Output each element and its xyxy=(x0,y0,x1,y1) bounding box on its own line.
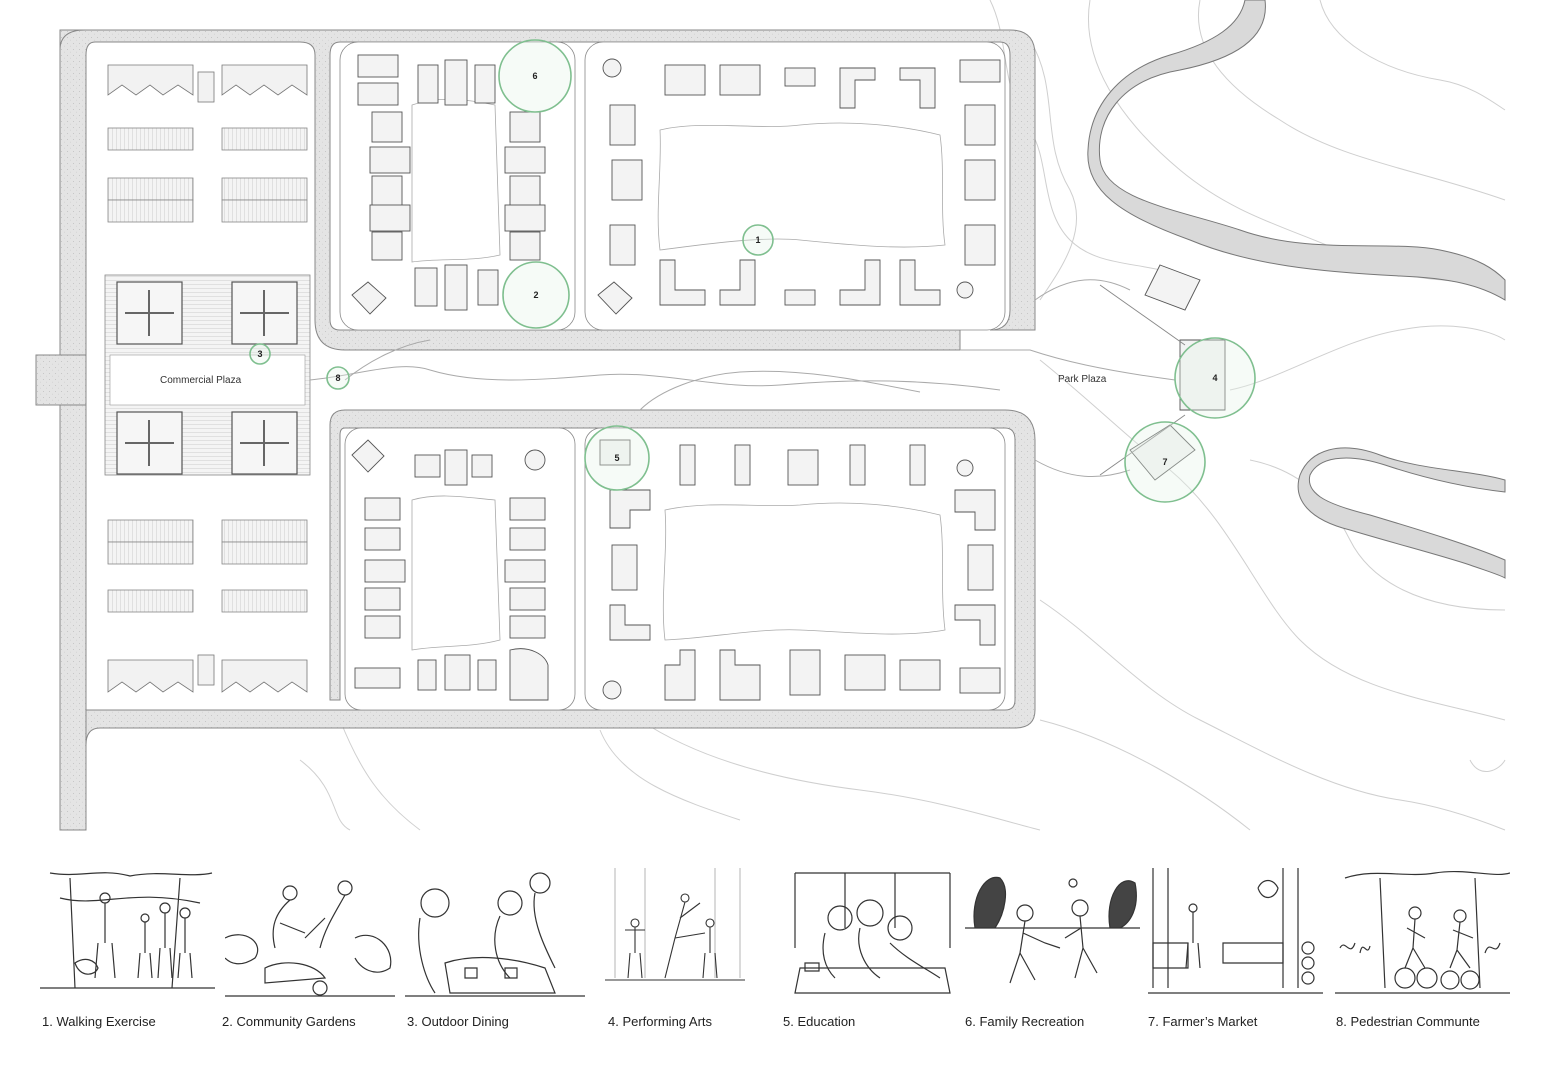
caption-community-gardens: 2. Community Gardens xyxy=(222,1014,356,1029)
family-recreation-sketch xyxy=(965,868,1140,998)
caption-outdoor-dining: 3. Outdoor Dining xyxy=(407,1014,509,1029)
education-sketch xyxy=(785,868,955,998)
caption-farmers-market: 7. Farmer’s Market xyxy=(1148,1014,1258,1029)
commercial-plaza: Commercial Plaza xyxy=(104,274,311,476)
block-north-east xyxy=(584,41,1006,331)
activity-marker-circle xyxy=(1174,337,1256,419)
park-plaza-label: Park Plaza xyxy=(1058,374,1107,385)
community-gardens-sketch xyxy=(225,868,395,998)
walking-paths xyxy=(309,279,1176,477)
activity-marker-circle xyxy=(249,343,271,365)
terrain-contours xyxy=(299,0,1506,831)
river-north xyxy=(1087,0,1506,301)
children-playing-icon xyxy=(965,876,1140,984)
walking-figures-icon xyxy=(40,872,215,989)
river-south xyxy=(1297,447,1506,579)
activity-marker-number: 6 xyxy=(532,71,537,81)
activity-marker-1: 1 xyxy=(742,224,774,256)
walking-exercise-sketch xyxy=(40,868,215,998)
activity-marker-number: 8 xyxy=(335,373,340,383)
farmers-market-sketch xyxy=(1148,868,1323,998)
dancers-icon xyxy=(605,868,745,981)
activity-markers: 1 2 3 4 5 6 7 8 xyxy=(249,39,1256,503)
outdoor-dining-sketch xyxy=(405,868,585,998)
activity-marker-circle xyxy=(498,39,572,113)
caption-walking-exercise: 1. Walking Exercise xyxy=(42,1014,156,1029)
performing-arts-sketch xyxy=(605,868,745,998)
activity-marker-circle xyxy=(742,224,774,256)
activity-marker-circle xyxy=(1124,421,1206,503)
parking-rows xyxy=(107,64,308,693)
activity-marker-number: 7 xyxy=(1162,457,1167,467)
market-stall-icon xyxy=(1148,868,1323,994)
activity-marker-number: 3 xyxy=(257,349,262,359)
park-structures xyxy=(1099,264,1226,481)
activity-marker-5: 5 xyxy=(584,425,650,491)
caption-pedestrian-commute: 8. Pedestrian Communte xyxy=(1336,1014,1480,1029)
activity-marker-6: 6 xyxy=(498,39,572,113)
activity-marker-number: 2 xyxy=(533,290,538,300)
activity-marker-circle xyxy=(584,425,650,491)
caption-family-recreation: 6. Family Recreation xyxy=(965,1014,1085,1029)
activity-marker-circle xyxy=(326,366,350,390)
gardening-figures-icon xyxy=(225,880,395,997)
caption-performing-arts: 4. Performing Arts xyxy=(608,1014,713,1029)
activity-vignettes: 1. Walking Exercise 2. Community Gardens… xyxy=(0,868,1544,1080)
activity-marker-2: 2 xyxy=(502,261,570,329)
activity-marker-number: 5 xyxy=(614,453,619,463)
cyclists-icon xyxy=(1335,870,1510,994)
students-icon xyxy=(794,872,951,994)
activity-marker-3: 3 xyxy=(249,343,271,365)
site-plan: Commercial Plaza xyxy=(35,0,1506,831)
activity-marker-4: 4 xyxy=(1174,337,1256,419)
activity-marker-number: 4 xyxy=(1212,373,1217,383)
block-north-west xyxy=(339,41,576,331)
block-south-west xyxy=(344,427,576,711)
activity-marker-circle xyxy=(502,261,570,329)
commercial-plaza-label: Commercial Plaza xyxy=(160,375,242,386)
activity-marker-number: 1 xyxy=(755,235,760,245)
dining-figures-icon xyxy=(405,872,585,997)
activity-marker-7: 7 xyxy=(1124,421,1206,503)
caption-education: 5. Education xyxy=(783,1014,856,1029)
block-south-east xyxy=(584,427,1006,711)
pedestrian-commute-sketch xyxy=(1335,868,1510,998)
activity-marker-8: 8 xyxy=(326,366,350,390)
